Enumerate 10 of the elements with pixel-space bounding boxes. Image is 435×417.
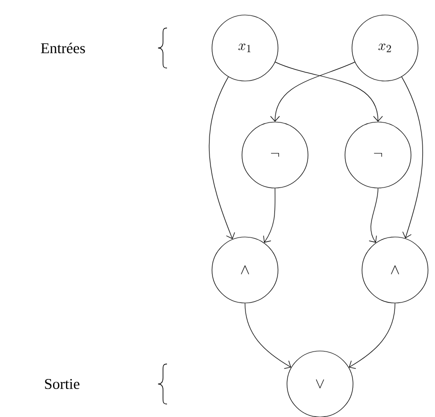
arrow: [274, 62, 383, 122]
row-label: Sortie: [45, 378, 80, 390]
arrow: [348, 303, 396, 369]
arrow: [263, 188, 276, 243]
arrow: [208, 76, 235, 240]
arrow: [401, 76, 423, 238]
arrow: [244, 303, 292, 369]
arrow: [270, 62, 356, 122]
row-label: Entrées: [40, 42, 85, 54]
arrow: [368, 188, 378, 243]
